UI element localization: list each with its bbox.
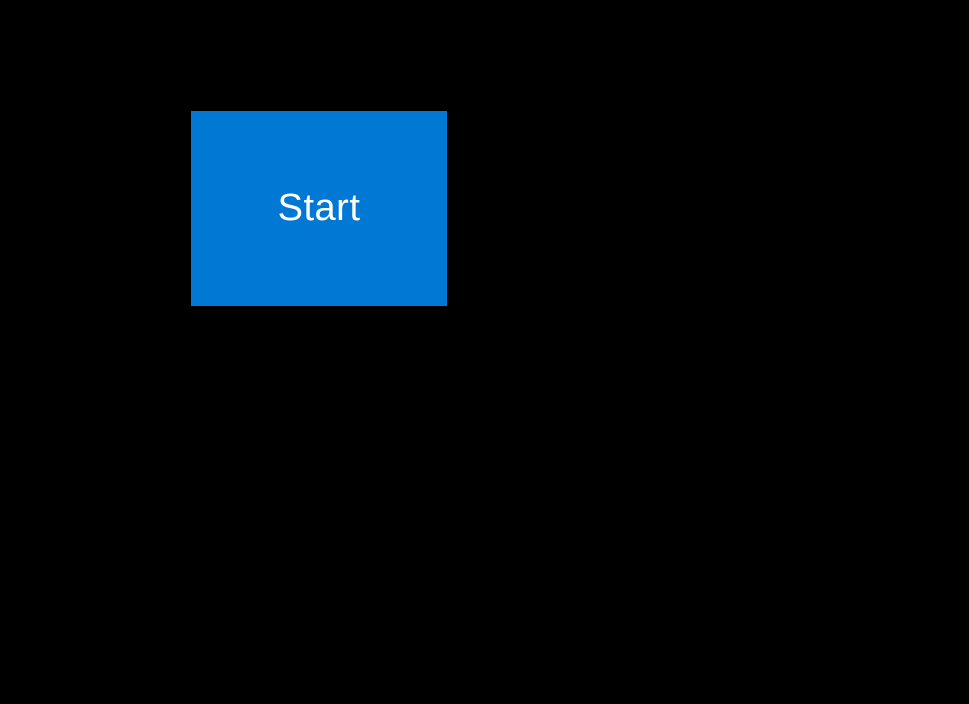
start-button[interactable]: Start — [191, 111, 447, 306]
